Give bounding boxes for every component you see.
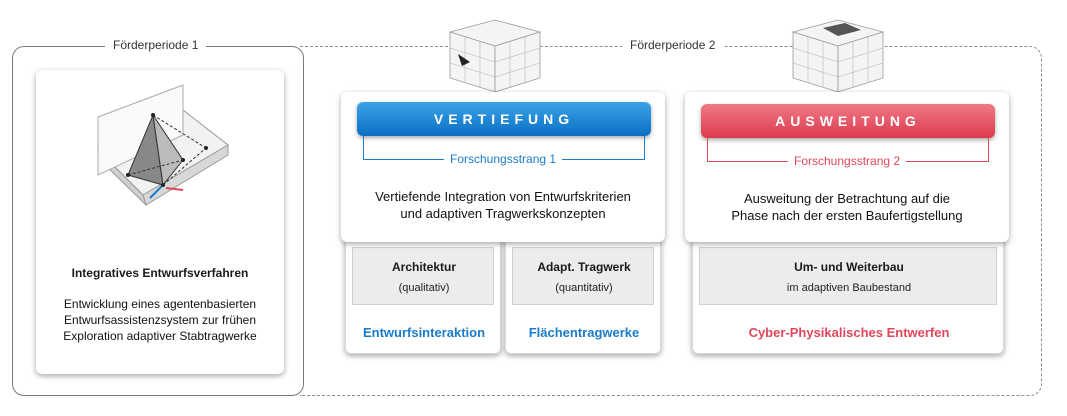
left-card-line: Entwurfsassistenzsystem zur frühen bbox=[63, 313, 257, 327]
ausweitung-description: Ausweitung der Betrachtung auf die Phase… bbox=[685, 190, 1009, 224]
laptop-illustration bbox=[97, 84, 229, 206]
rebuild-card: Um- und Weiterbau im adaptiven Baubestan… bbox=[692, 236, 1004, 354]
vertiefung-description: Vertiefende Integration von Entwurfskrit… bbox=[341, 188, 665, 222]
ausweitung-banner: AUSWEITUNG bbox=[701, 104, 995, 138]
structure-title: Adapt. Tragwerk bbox=[537, 260, 631, 274]
rebuild-note: im adaptiven Baubestand bbox=[786, 282, 912, 294]
ausweitung-line: Phase nach der ersten Baufertigstellung bbox=[731, 208, 963, 223]
rebuild-title: Um- und Weiterbau bbox=[794, 260, 904, 274]
left-card-line: Entwicklung eines agentenbasierten bbox=[63, 297, 257, 311]
strand-2-label: Forschungsstrang 2 bbox=[788, 154, 907, 168]
strand-1-label: Forschungsstrang 1 bbox=[444, 152, 563, 166]
vertiefung-line: und adaptiven Tragwerkskonzepten bbox=[400, 206, 606, 221]
architecture-topic: Entwurfsinteraktion bbox=[362, 325, 486, 340]
architecture-panel: Architektur (qualitativ) bbox=[352, 247, 494, 305]
structure-panel: Adapt. Tragwerk (quantitativ) bbox=[512, 247, 654, 305]
left-card-title: Integratives Entwurfsverfahren bbox=[71, 266, 249, 280]
architecture-note: (qualitativ) bbox=[398, 282, 450, 294]
integrative-method-card: Integratives Entwurfsverfahren Entwicklu… bbox=[36, 70, 284, 374]
vertiefung-line: Vertiefende Integration von Entwurfskrit… bbox=[375, 189, 631, 204]
rebuild-topic: Cyber-Physikalisches Entwerfen bbox=[748, 325, 950, 340]
left-card-line: Exploration adaptiver Stabtragwerke bbox=[63, 329, 257, 343]
architecture-title: Architektur bbox=[391, 260, 456, 274]
period-2-label: Förderperiode 2 bbox=[622, 38, 724, 52]
vertiefung-banner: VERTIEFUNG bbox=[357, 102, 651, 136]
building-model-icon-1 bbox=[448, 19, 542, 93]
left-card-description: Entwicklung eines agentenbasierten Entwu… bbox=[36, 296, 284, 344]
ausweitung-line: Ausweitung der Betrachtung auf die bbox=[744, 191, 950, 206]
period-1-label: Förderperiode 1 bbox=[105, 38, 207, 52]
architecture-card: Architektur (qualitativ) Entwurfsinterak… bbox=[345, 236, 501, 354]
ausweitung-card: AUSWEITUNG Forschungsstrang 2 Ausweitung… bbox=[685, 92, 1009, 242]
structure-note: (quantitativ) bbox=[555, 282, 613, 294]
structure-topic: Flächentragwerke bbox=[528, 325, 640, 340]
structure-card: Adapt. Tragwerk (quantitativ) Flächentra… bbox=[505, 236, 661, 354]
building-model-icon-2 bbox=[791, 19, 885, 93]
rebuild-panel: Um- und Weiterbau im adaptiven Baubestan… bbox=[699, 247, 997, 305]
vertiefung-card: VERTIEFUNG Forschungsstrang 1 Vertiefend… bbox=[341, 92, 665, 242]
